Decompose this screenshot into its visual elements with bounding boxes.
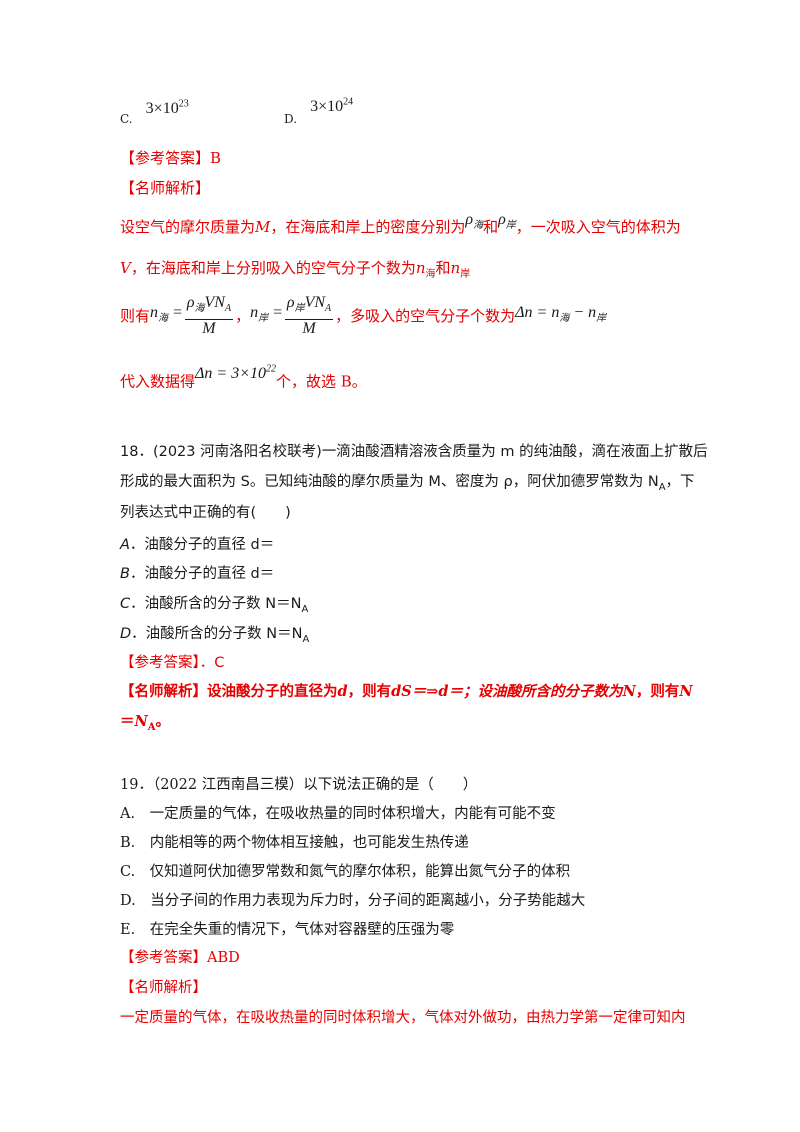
option-c: C. 3×1023 [120,99,189,128]
option-d: D. 3×1024 [284,97,353,128]
q17-analysis-line2: V，在海底和岸上分别吸入的空气分子个数为n海和n岸 [120,259,471,280]
option-c-label: C. [120,112,133,126]
q19-option-c: C. 仅知道阿伏加德罗常数和氮气的摩尔体积，能算出氮气分子的体积 [120,864,571,880]
q19-option-e: E. 在完全失重的情况下，气体对容器壁的压强为零 [120,922,455,938]
option-c-value: 3×1023 [145,98,189,117]
q18-analysis-line1: 【名师解析】设油酸分子的直径为d，则有dS＝⇒d＝；设油酸所含的分子数为N，则有… [120,683,693,700]
option-d-value: 3×1024 [310,96,354,115]
q19-title: 19．（2022 江西南昌三模）以下说法正确的是（ ） [120,777,478,793]
fraction-shore: ρ岸VNA M [284,294,334,337]
q18-stem-line1: 18．(2023 河南洛阳名校联考)一滴油酸酒精溶液含质量为 m 的纯油酸，滴在… [120,444,708,460]
q18-option-a: A．油酸分子的直径 d＝ [120,537,275,553]
q18-option-d: D．油酸所含的分子数 N＝NA [120,626,310,645]
q19-option-d: D. 当分子间的作用力表现为斥力时，分子间的距离越小，分子势能越大 [120,893,586,909]
q19-option-b: B. 内能相等的两个物体相互接触，也可能发生热传递 [120,835,469,851]
q17-analysis-line3: 则有 n海 = ρ海VNA M ， n岸 = ρ岸VNA M ，多吸入的空气分子… [120,294,607,337]
q18-stem-line3: 列表达式中正确的有( ) [120,505,291,521]
q17-answer: 【参考答案】B [120,149,222,167]
q18-option-c: C．油酸所含的分子数 N＝NA [120,596,309,615]
fraction-sea: ρ海VNA M [184,294,234,337]
q17-analysis-label: 【名师解析】 [120,179,211,197]
option-d-label: D. [284,112,298,126]
q17-analysis-line4: 代入数据得Δn = 3×1022个，故选 B。 [120,364,367,391]
q18-answer: 【参考答案】．C [120,655,225,671]
q18-analysis-line2: ＝NA。 [120,713,171,733]
q18-option-b: B．油酸分子的直径 d＝ [120,566,275,582]
q17-analysis-line1: 设空气的摩尔质量为M，在海底和岸上的密度分别为ρ海和ρ岸，一次吸入空气的体积为 [120,211,681,236]
q19-analysis-label: 【名师解析】 [120,980,207,996]
q18-stem-line2: 形成的最大面积为 S。已知纯油酸的摩尔质量为 M、密度为 ρ，阿伏加德罗常数为 … [120,474,695,493]
q19-analysis-line1: 一定质量的气体，在吸收热量的同时体积增大，气体对外做功，由热力学第一定律可知内 [120,1010,686,1026]
q19-option-a: A. 一定质量的气体，在吸收热量的同时体积增大，内能有可能不变 [120,806,556,822]
q19-answer: 【参考答案】ABD [120,950,240,966]
